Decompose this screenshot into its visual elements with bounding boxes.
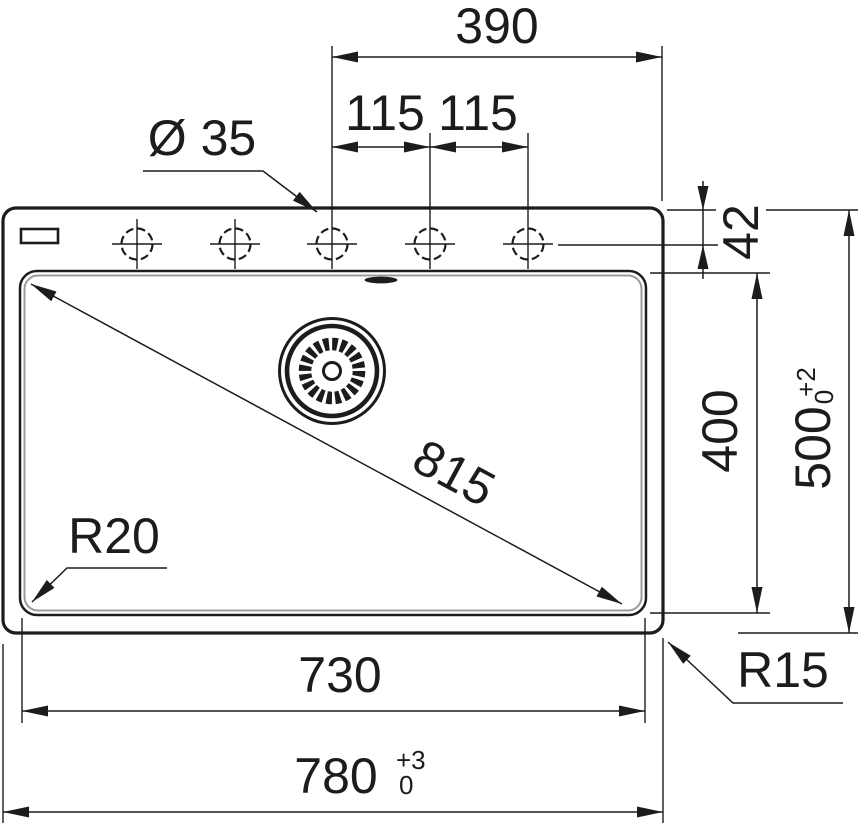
dim-730-label: 730: [298, 647, 381, 703]
dim-500-tolerance-minus: 0: [809, 390, 839, 404]
sink-bowl-inner-lip: [23, 274, 643, 612]
dim-r15-label: R15: [737, 642, 829, 698]
sink-bowl-outline: [18, 269, 648, 617]
faucet-hole-1: [112, 219, 162, 269]
drain-outer-ring: [278, 317, 386, 425]
leader-r20: [31, 567, 167, 603]
dim-42-arrow-bottom: [697, 245, 709, 269]
faucet-hole-2: [210, 219, 260, 269]
dimension-labels: 390 115 115 Ø 35 42 400 500 +2 0 815 R20…: [68, 0, 841, 804]
dimension-lines: [3, 51, 855, 818]
dim-815-diagonal-line: [30, 283, 623, 605]
dim-780-label: 780: [294, 748, 377, 804]
dim-500-tolerance-plus: +2: [791, 367, 821, 397]
drain-center-hole: [322, 361, 342, 381]
dim-r20-label: R20: [68, 508, 160, 564]
sink-body: [1, 206, 665, 635]
dim-780-tolerance-minus: 0: [399, 770, 413, 800]
leader-r15: [667, 641, 843, 704]
dim-400-label: 400: [692, 389, 748, 472]
drain-strainer: [278, 317, 386, 425]
overflow-slot: [364, 276, 398, 284]
dim-42-arrow-top: [697, 186, 709, 210]
drain-tooth-ring: [298, 337, 366, 405]
dim-815-label: 815: [404, 429, 504, 518]
dim-500-label: 500: [785, 406, 841, 489]
sink-outer-rim: [1, 206, 665, 635]
dim-390-label: 390: [455, 0, 538, 54]
dim-115-left-label: 115: [345, 85, 425, 141]
extension-lines: [2, 46, 858, 823]
dim-hole-diameter-label: Ø 35: [148, 110, 256, 166]
dim-42-label: 42: [713, 204, 769, 260]
deck-logo-plate: [19, 227, 60, 245]
dim-780-tolerance-plus: +3: [396, 745, 426, 775]
leader-hole-diameter: [143, 170, 318, 213]
dim-115-right-label: 115: [438, 85, 518, 141]
